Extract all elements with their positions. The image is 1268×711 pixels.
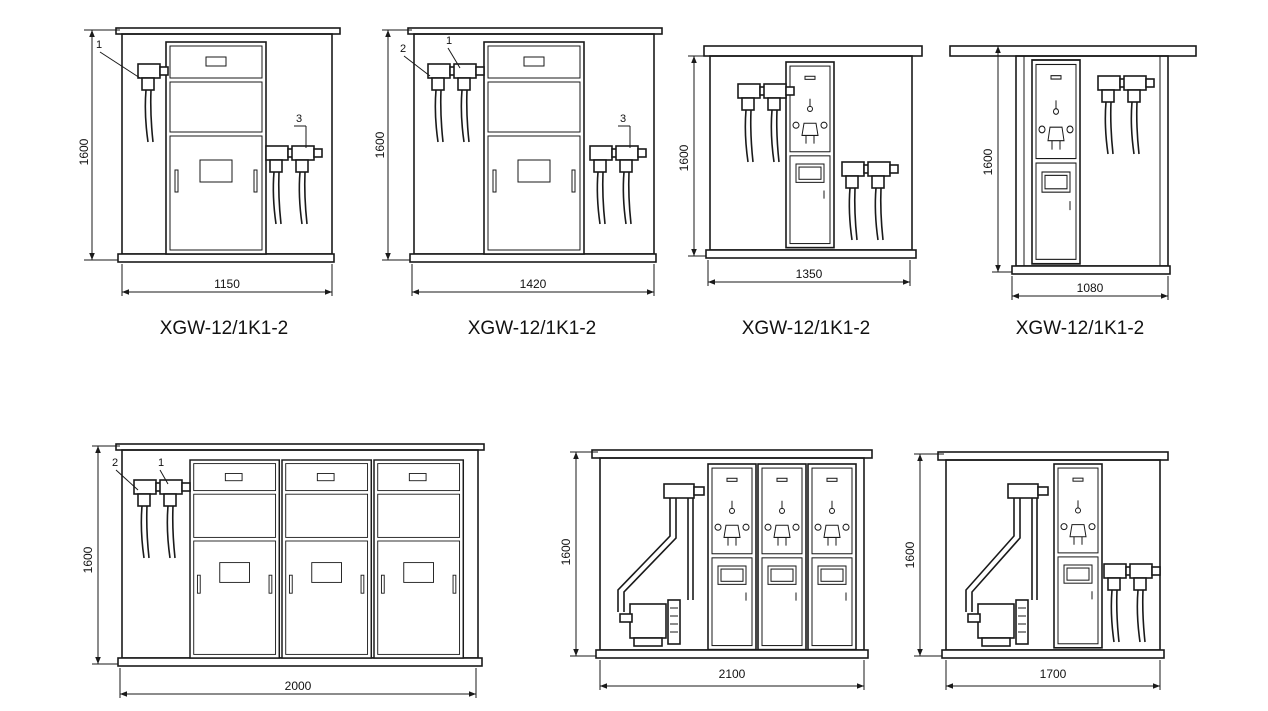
- width-dimension: 1080: [1077, 281, 1104, 295]
- height-dimension: 1600: [77, 138, 91, 165]
- drawing-3: 1600 1350 XGW-12/1K1-2: [677, 45, 923, 339]
- drawing-6: 1600 2100: [559, 449, 873, 690]
- width-dimension: 1420: [520, 277, 547, 291]
- drawing-2: 2 1 3 1600 1420 XGW-12/1K1-2: [373, 27, 663, 339]
- height-dimension: 1600: [373, 131, 387, 158]
- drawing-4: 1600 1080 XGW-12/1K1-2: [949, 45, 1197, 339]
- model-caption: XGW-12/1K1-2: [742, 318, 870, 339]
- model-caption: XGW-12/1K1-2: [468, 318, 596, 339]
- drawing-5: 2 1 1600 2000: [81, 443, 485, 698]
- height-dimension: 1600: [981, 148, 995, 175]
- model-caption: XGW-12/1K1-2: [1016, 318, 1144, 339]
- width-dimension: 2000: [285, 679, 312, 693]
- drawing-1: 1 3 1600 1150 XGW-12/1K1-2: [77, 27, 341, 339]
- height-dimension: 1600: [81, 546, 95, 573]
- callout-2: 2: [400, 43, 406, 55]
- height-dimension: 1600: [903, 541, 917, 568]
- callout-3: 3: [296, 113, 302, 125]
- width-dimension: 2100: [719, 667, 746, 681]
- callout-3: 3: [620, 113, 626, 125]
- width-dimension: 1700: [1040, 667, 1067, 681]
- callout-1: 1: [158, 457, 164, 469]
- callout-1: 1: [446, 35, 452, 47]
- callout-1: 1: [96, 39, 102, 51]
- callout-2: 2: [112, 457, 118, 469]
- width-dimension: 1350: [796, 267, 823, 281]
- drawing-7: 1600 1700: [903, 451, 1169, 690]
- width-dimension: 1150: [214, 277, 240, 291]
- height-dimension: 1600: [559, 538, 573, 565]
- model-caption: XGW-12/1K1-2: [160, 318, 288, 339]
- height-dimension: 1600: [677, 144, 691, 171]
